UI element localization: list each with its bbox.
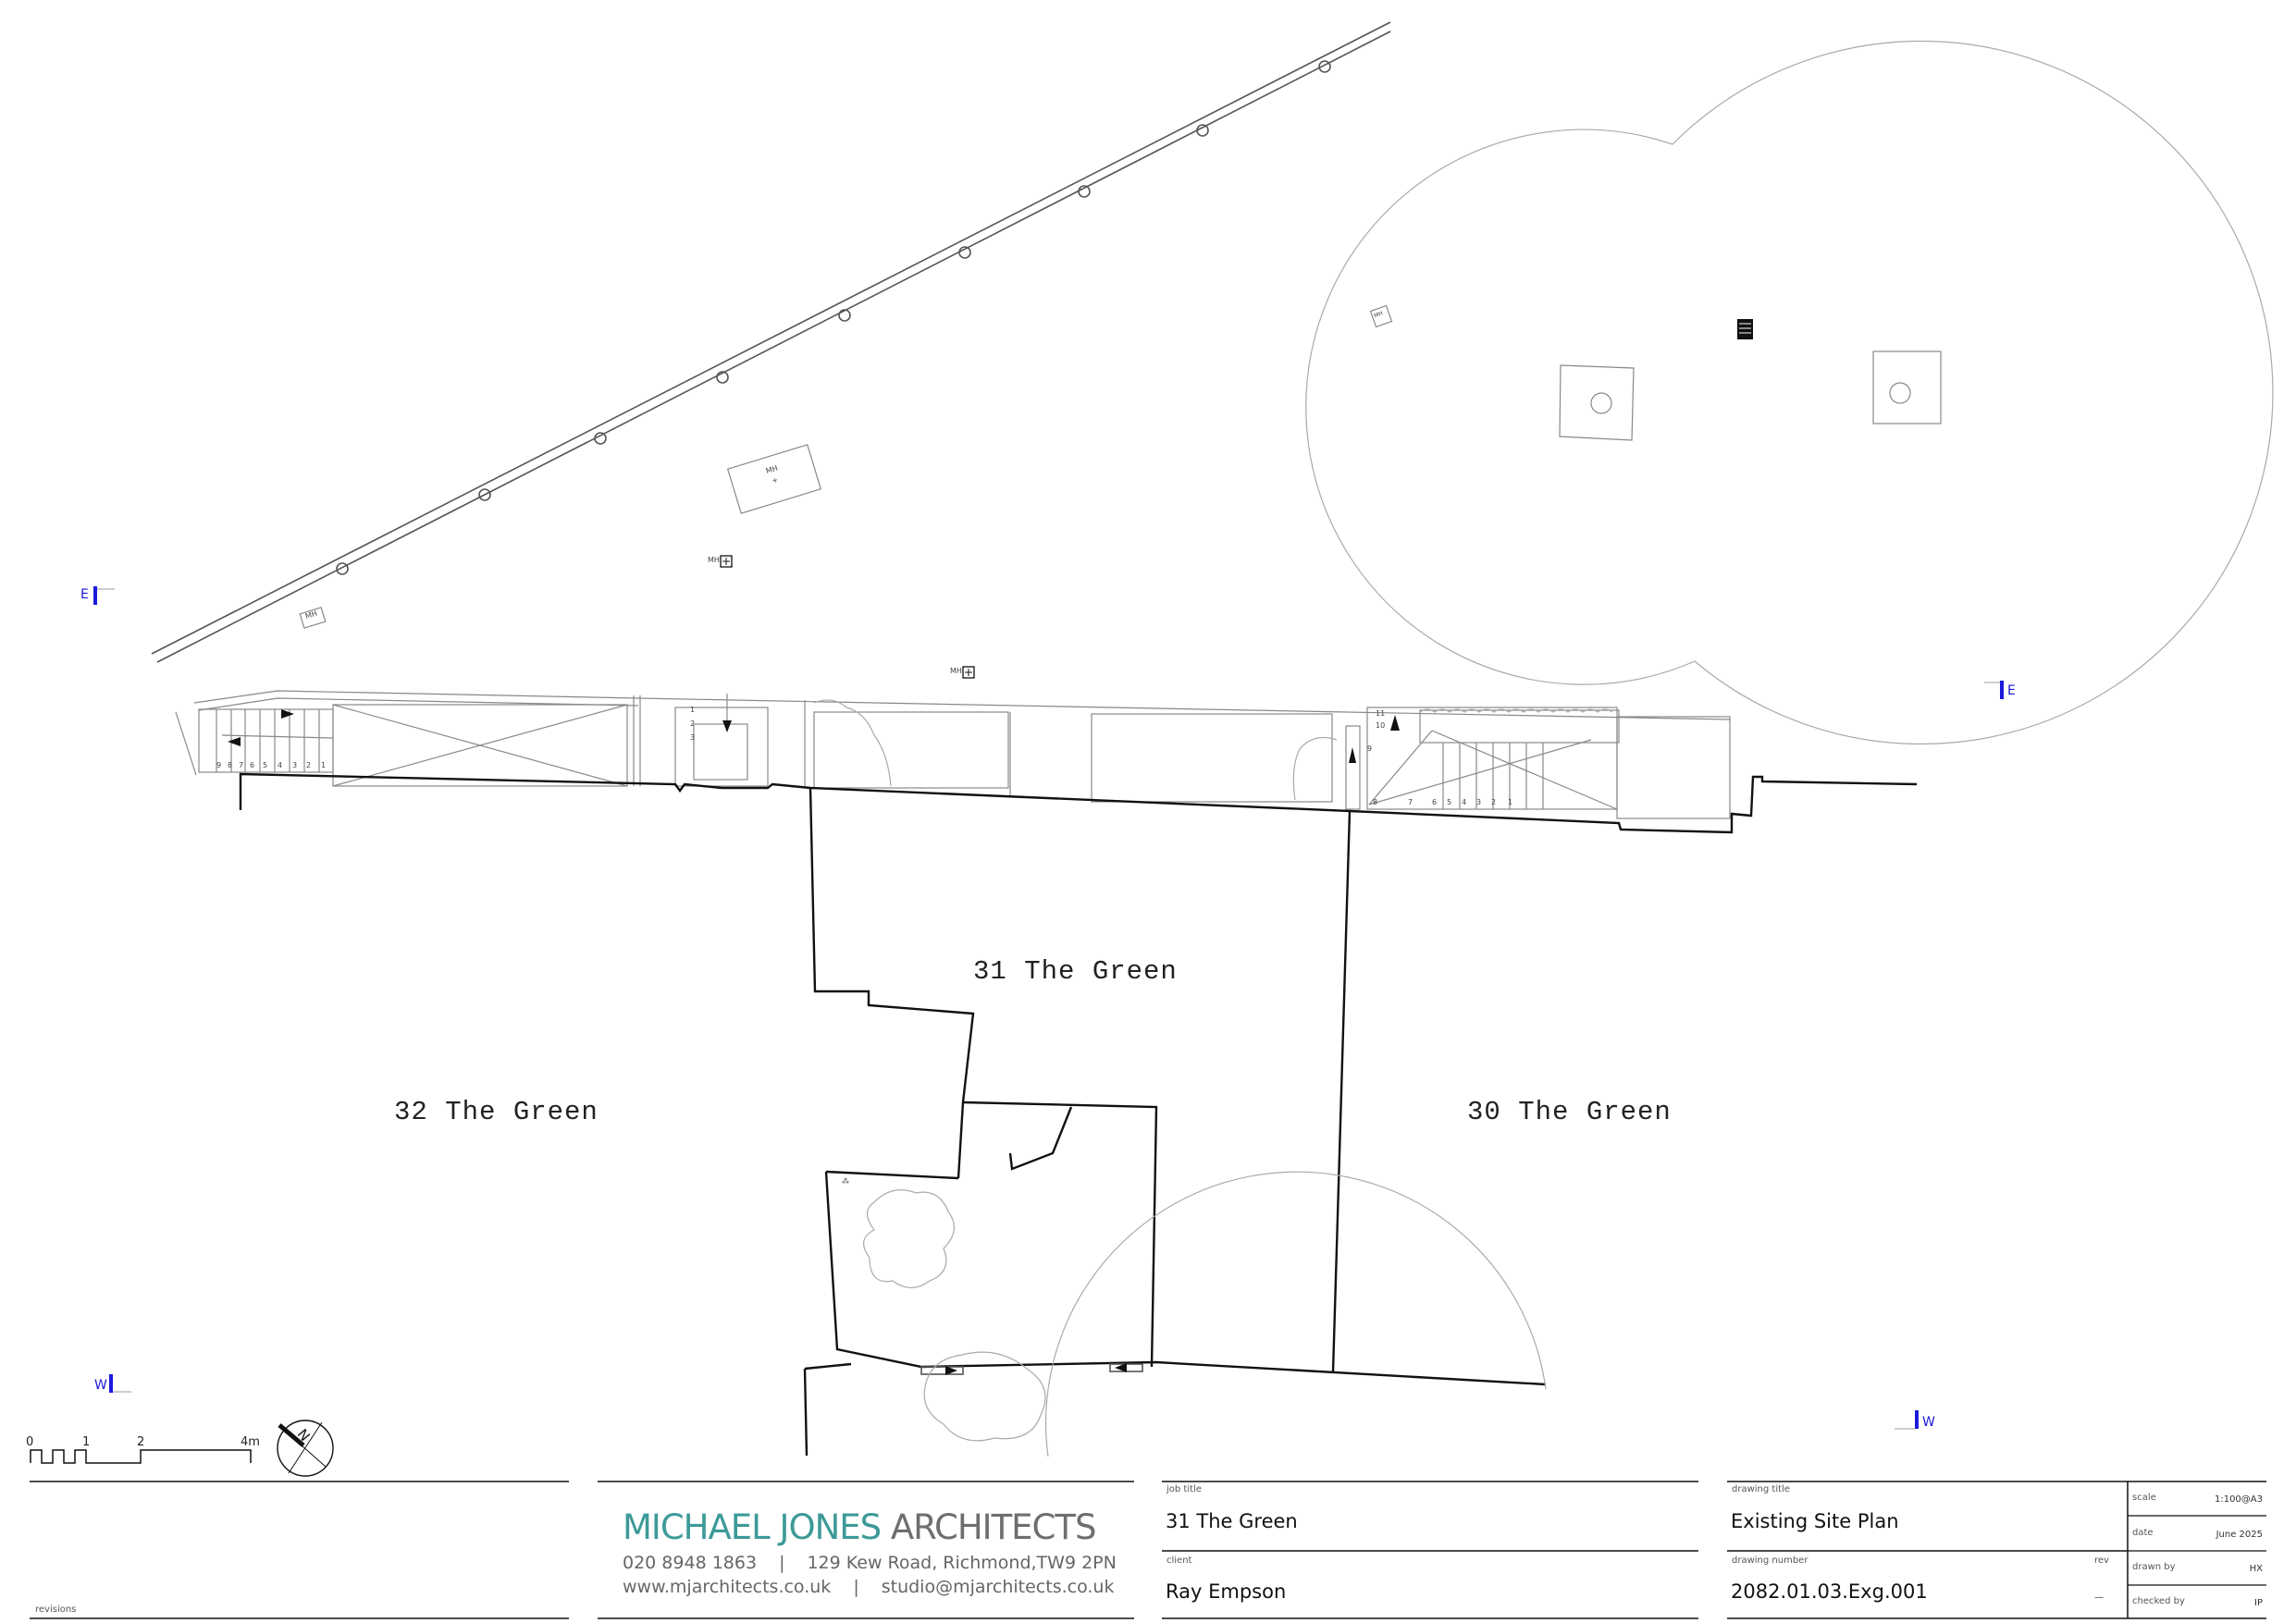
svg-text:2: 2 <box>306 761 311 769</box>
manhole-in-green: MH <box>1369 304 1393 328</box>
svg-text:6: 6 <box>250 761 254 769</box>
svg-text:checked by: checked by <box>2132 1596 2185 1606</box>
practice-contact-line-1: 020 8948 1863|129 Kew Road, Richmond,TW9… <box>623 1553 1117 1573</box>
stair-left: 9 8 7 6 5 4 3 2 1 <box>216 709 334 772</box>
svg-text:9: 9 <box>216 761 221 769</box>
svg-text:W: W <box>94 1378 107 1393</box>
label-30-the-green: 30 The Green <box>1467 1097 1672 1127</box>
section-marker-e-left: E <box>80 586 115 605</box>
svg-text:0: 0 <box>26 1435 33 1449</box>
svg-text:2: 2 <box>137 1435 144 1449</box>
svg-text:3: 3 <box>1476 798 1481 806</box>
svg-text:MH: MH <box>304 609 318 621</box>
client-name: Ray Empson <box>1166 1580 1286 1603</box>
drawing-title: Existing Site Plan <box>1731 1510 1899 1532</box>
svg-text:client: client <box>1167 1555 1192 1566</box>
svg-text:IP: IP <box>2254 1598 2263 1608</box>
revision-value: — <box>2094 1592 2104 1603</box>
revisions-label: revisions <box>35 1605 76 1615</box>
label-32-the-green: 32 The Green <box>394 1097 599 1127</box>
svg-text:2: 2 <box>690 719 695 728</box>
svg-text:1: 1 <box>690 706 695 714</box>
svg-text:date: date <box>2132 1528 2154 1538</box>
entry-steps: 1 2 3 <box>674 694 769 787</box>
section-marker-w-left: W <box>94 1374 131 1393</box>
svg-text:June 2025: June 2025 <box>2216 1530 2263 1540</box>
north-arrow: N <box>277 1420 334 1477</box>
svg-text:⁂: ⁂ <box>842 1176 849 1186</box>
svg-text:7: 7 <box>239 761 243 769</box>
svg-text:10: 10 <box>1376 721 1385 730</box>
tree-pit-2 <box>1872 350 1942 424</box>
tree-canopy-rear <box>1044 1171 1547 1457</box>
section-marker-e-right: E <box>1984 681 2016 699</box>
manhole-cover-2: MH <box>950 666 975 679</box>
svg-text:3: 3 <box>292 761 297 769</box>
front-strip: 9 8 7 6 5 4 3 2 1 1 2 3 <box>175 690 1731 819</box>
svg-text:W: W <box>1922 1415 1935 1430</box>
svg-text:drawn by: drawn by <box>2132 1562 2176 1572</box>
road-edge <box>151 21 1391 663</box>
svg-text:1: 1 <box>321 761 326 769</box>
drawing-number: 2082.01.03.Exg.001 <box>1731 1580 1928 1603</box>
svg-text:8: 8 <box>1373 798 1377 806</box>
svg-text:5: 5 <box>263 761 267 769</box>
job-title: 31 The Green <box>1166 1510 1298 1532</box>
svg-text:rev: rev <box>2094 1555 2109 1566</box>
lamp-posts <box>336 60 1331 575</box>
svg-text:MH: MH <box>950 667 962 675</box>
label-31-the-green: 31 The Green <box>973 956 1178 987</box>
svg-text:11: 11 <box>1376 709 1385 718</box>
svg-text:1:100@A3: 1:100@A3 <box>2215 1494 2263 1505</box>
svg-text:HX: HX <box>2250 1564 2264 1574</box>
stair-right: 11 10 9 8 7 6 5 4 3 2 1 <box>1345 707 1731 819</box>
svg-text:MH: MH <box>1373 310 1384 319</box>
svg-text:5: 5 <box>1447 798 1451 806</box>
svg-text:3: 3 <box>690 733 695 742</box>
scale-bar: 0 1 2 4m <box>26 1435 260 1464</box>
svg-text:4m: 4m <box>241 1435 260 1449</box>
svg-text:4: 4 <box>278 761 282 769</box>
svg-text:job title: job title <box>1166 1484 1202 1494</box>
svg-text:scale: scale <box>2132 1493 2156 1503</box>
manhole-cover-1: MH <box>708 555 733 568</box>
section-marker-w-right: W <box>1895 1410 1935 1430</box>
svg-text:2: 2 <box>1491 798 1496 806</box>
svg-text:1: 1 <box>82 1435 90 1449</box>
manhole-large: MH + <box>726 444 822 514</box>
svg-text:1: 1 <box>1508 798 1512 806</box>
svg-text:MH: MH <box>765 464 779 475</box>
garden-trees: ⁂ <box>842 1176 1046 1442</box>
svg-text:drawing number: drawing number <box>1732 1555 1808 1566</box>
practice-contact-line-2: www.mjarchitects.co.uk|studio@mjarchitec… <box>623 1577 1114 1597</box>
svg-text:E: E <box>2007 683 2016 698</box>
svg-text:4: 4 <box>1462 798 1466 806</box>
tree-canopy-outline <box>1305 40 2274 744</box>
svg-text:MH: MH <box>708 556 720 564</box>
svg-text:+: + <box>771 475 779 486</box>
svg-text:E: E <box>80 587 89 602</box>
svg-text:drawing title: drawing title <box>1732 1484 1790 1494</box>
manhole-small-left: MH <box>299 607 327 629</box>
svg-text:8: 8 <box>228 761 232 769</box>
bin <box>1737 319 1753 339</box>
property-boundaries <box>239 772 1918 1457</box>
svg-text:6: 6 <box>1432 798 1437 806</box>
svg-text:9: 9 <box>1367 744 1372 753</box>
tree-pit-1 <box>1559 364 1635 441</box>
svg-text:7: 7 <box>1408 798 1413 806</box>
